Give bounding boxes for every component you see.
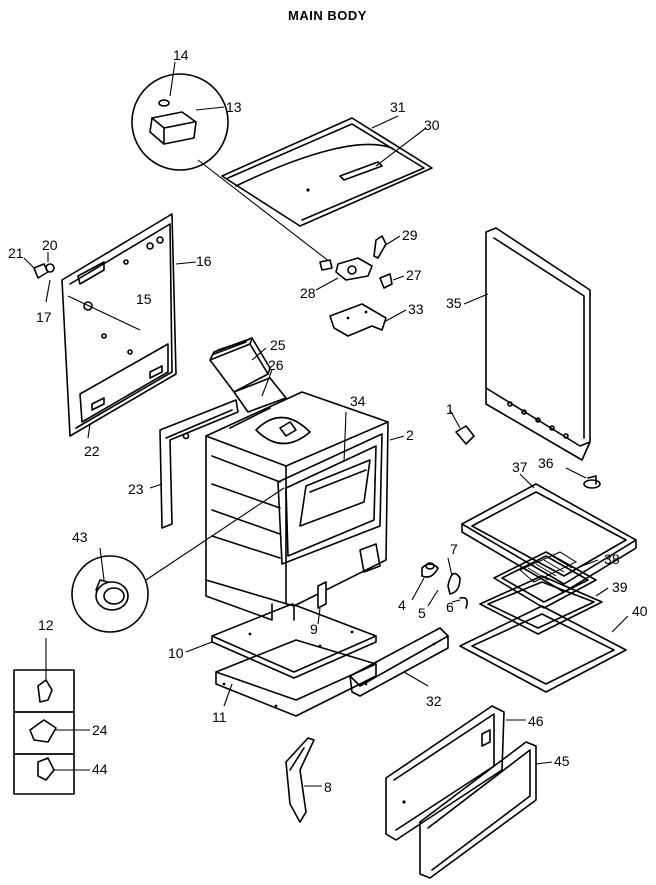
part-35-side-panel	[463, 227, 591, 461]
label-22: 22	[84, 443, 100, 459]
label-23: 23	[128, 481, 144, 497]
part-23-side-panel	[149, 399, 239, 529]
label-14: 14	[173, 47, 189, 63]
label-5: 5	[418, 605, 426, 621]
label-27: 27	[406, 267, 422, 283]
part-30-31-top-panel	[221, 115, 433, 227]
label-16: 16	[196, 253, 212, 269]
label-24: 24	[92, 722, 108, 738]
part-27-28-29-33-valve	[315, 235, 407, 337]
label-45: 45	[554, 753, 570, 769]
label-36: 36	[538, 455, 554, 471]
part-10-bottom-panel	[185, 603, 377, 679]
part-13-14-detail	[131, 61, 331, 263]
part-12-24-44-detail-boxes	[13, 638, 90, 795]
label-6: 6	[446, 599, 454, 615]
part-4-5-6-7-hardware	[411, 557, 468, 609]
part-46-door-inner	[385, 705, 526, 841]
label-1: 1	[446, 401, 454, 417]
part-36-knob	[565, 467, 601, 489]
label-17: 17	[36, 309, 52, 325]
label-9: 9	[310, 621, 318, 637]
part-number-labels: 14 13 31 30 29 27 28 33 21 20 16 15 17 3…	[8, 47, 648, 795]
label-44: 44	[92, 761, 108, 777]
part-9-bracket	[317, 581, 327, 625]
label-28: 28	[300, 285, 316, 301]
label-30: 30	[424, 117, 440, 133]
part-43-burner-detail	[71, 487, 285, 633]
label-20: 20	[42, 237, 58, 253]
label-32: 32	[426, 693, 442, 709]
label-7: 7	[450, 541, 458, 557]
label-34: 34	[350, 393, 366, 409]
label-39: 39	[612, 579, 628, 595]
part-32-rail	[349, 627, 449, 697]
label-11: 11	[212, 709, 227, 725]
label-46: 46	[528, 713, 544, 729]
label-4: 4	[398, 597, 406, 613]
label-25: 25	[270, 337, 286, 353]
part-40-door-glass	[459, 605, 629, 693]
label-40: 40	[632, 603, 648, 619]
label-15: 15	[136, 291, 152, 307]
label-38: 38	[604, 551, 620, 567]
label-31: 31	[390, 99, 406, 115]
label-29: 29	[402, 227, 418, 243]
label-33: 33	[408, 301, 424, 317]
part-2-cabinet	[205, 391, 405, 621]
part-11-bottom-pan	[215, 639, 377, 717]
part-38-broiler-pan	[493, 551, 599, 609]
part-25-26-flue	[209, 337, 287, 413]
label-21: 21	[8, 245, 24, 261]
label-37: 37	[512, 459, 528, 475]
label-12: 12	[38, 617, 54, 633]
label-8: 8	[324, 779, 332, 795]
part-37-oven-bottom	[461, 473, 637, 593]
label-2: 2	[406, 427, 414, 443]
part-16-rear-panel	[61, 213, 197, 439]
part-45-door-outer	[419, 741, 553, 879]
part-17-20-21-fitting	[23, 252, 55, 303]
label-13: 13	[226, 99, 242, 115]
part-1-knob	[449, 409, 475, 445]
label-35: 35	[446, 295, 462, 311]
label-10: 10	[168, 645, 184, 661]
label-43: 43	[72, 529, 88, 545]
part-8-handle	[285, 737, 322, 823]
label-26: 26	[268, 357, 284, 373]
diagram-title: MAIN BODY	[288, 8, 367, 23]
